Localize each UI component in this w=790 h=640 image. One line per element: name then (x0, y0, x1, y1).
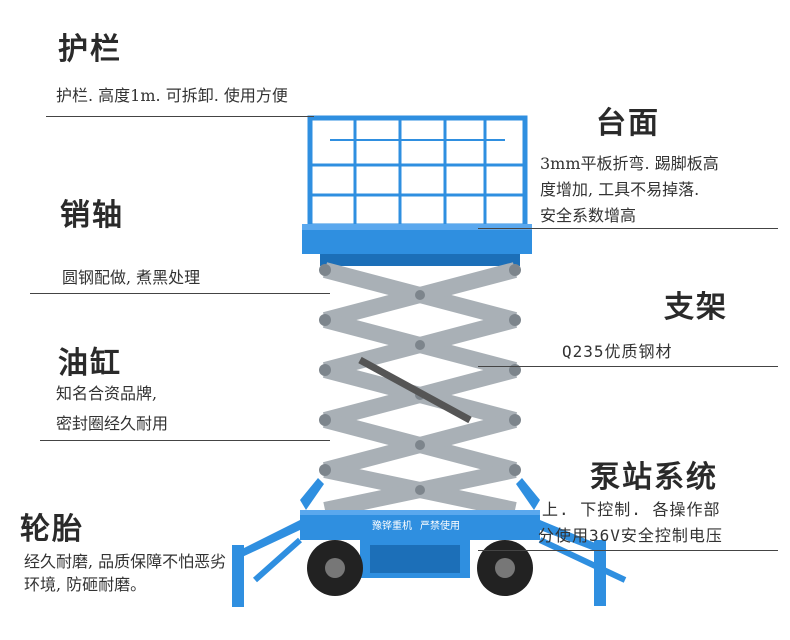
guardrail-rule (46, 116, 314, 117)
pump-heading: 泵站系统 (590, 460, 718, 495)
platform-heading: 台面 (596, 106, 660, 141)
pin-rule (30, 293, 330, 294)
wheels (307, 540, 533, 596)
cylinder-rule (40, 440, 330, 441)
guardrail-desc: 护栏. 高度1m. 可拆卸. 使用方便 (56, 86, 288, 105)
tire-heading: 轮胎 (20, 512, 84, 547)
pin-heading: 销轴 (60, 198, 124, 233)
frame-desc: Q235优质钢材 (562, 342, 673, 361)
platform-desc-line1: 3mm平板折弯. 踢脚板高 (540, 154, 719, 173)
chassis (232, 478, 627, 607)
frame-rule (478, 366, 778, 367)
guardrail-illustration (307, 115, 528, 229)
pump-desc-line1: 上. 下控制. 各操作部 (542, 500, 721, 519)
decal-right: 严禁使用 (420, 519, 460, 532)
platform-desc-line2: 度增加, 工具不易掉落. (540, 180, 700, 199)
pump-desc-line2: 分使用36V安全控制电压 (538, 526, 723, 545)
decal-left: 豫铧重机 (372, 519, 412, 532)
cylinder-heading: 油缸 (58, 346, 122, 381)
scissor-arms (319, 262, 521, 518)
platform-desc-line3: 安全系数增高 (540, 206, 637, 225)
platform-rule (478, 228, 778, 229)
pin-desc: 圆钢配做, 煮黑处理 (62, 268, 201, 287)
platform-deck (302, 224, 532, 266)
tire-desc-line2: 环境, 防砸耐磨。 (24, 575, 147, 594)
cylinder-desc-line1: 知名合资品牌, (56, 384, 158, 403)
cylinder-desc-line2: 密封圈经久耐用 (56, 414, 169, 433)
pump-rule (478, 550, 778, 551)
guardrail-heading: 护栏 (58, 32, 122, 67)
tire-desc-line1: 经久耐磨, 品质保障不怕恶劣 (24, 552, 227, 571)
frame-heading: 支架 (664, 290, 728, 325)
